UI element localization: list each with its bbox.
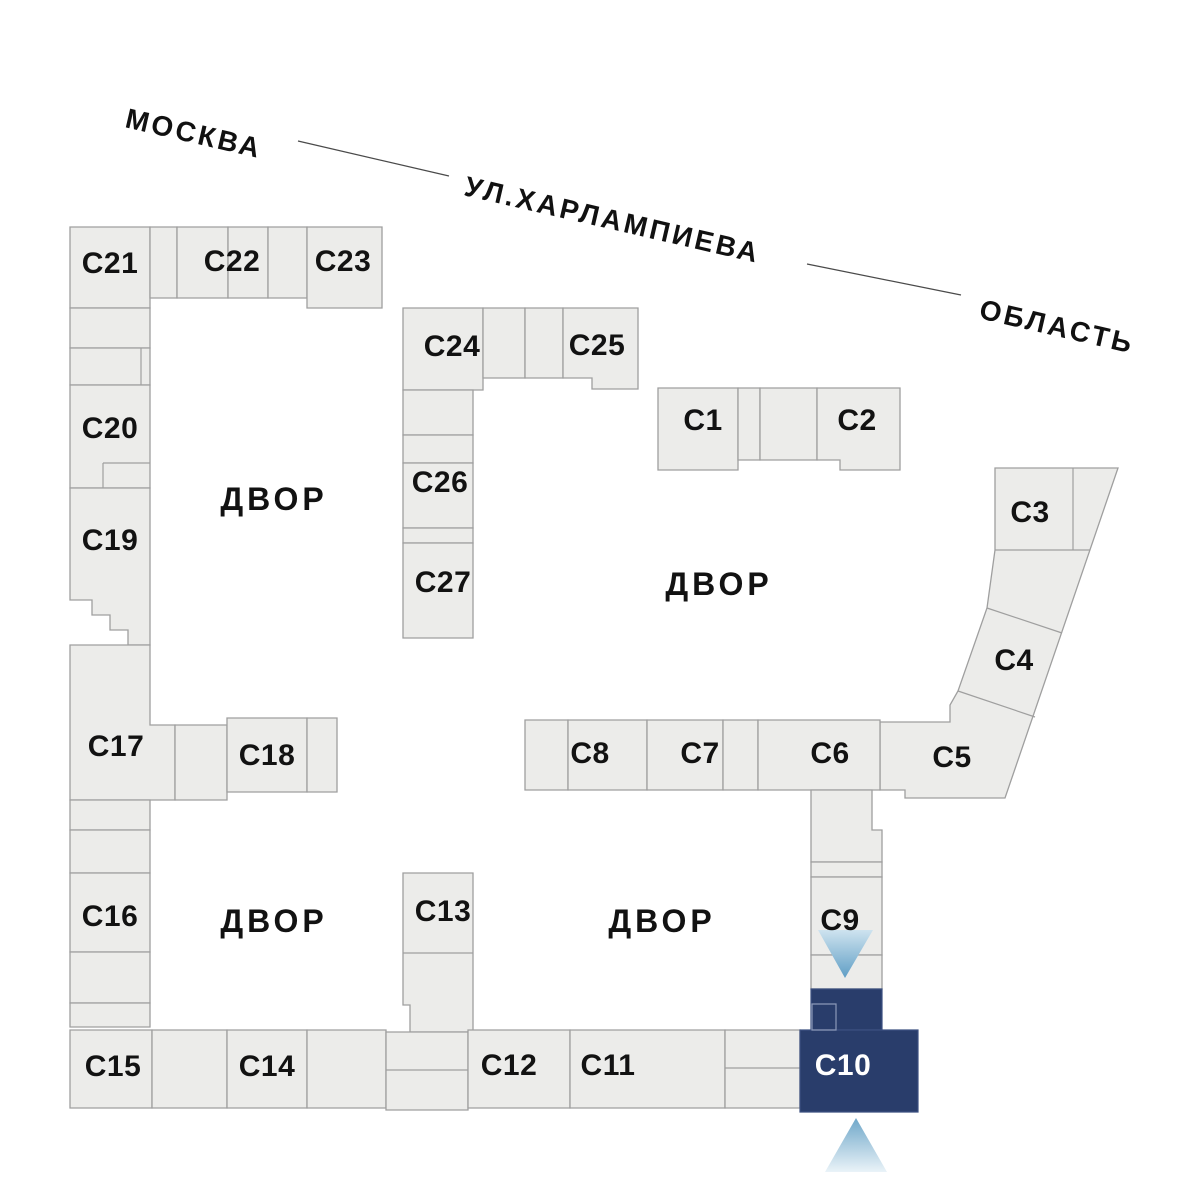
building-c10-inner-outline — [811, 1003, 837, 1031]
entrance-arrow-up-icon — [825, 1118, 887, 1172]
building-c6[interactable] — [757, 719, 881, 791]
building-label-c27: С27 — [415, 566, 472, 599]
building-segment — [810, 861, 883, 878]
divider-line — [102, 462, 150, 488]
buildings-layer — [69, 226, 1119, 1111]
courtyards-layer: ДВОР ДВОР ДВОР ДВОР — [220, 481, 772, 939]
divider-line — [957, 690, 1036, 718]
labels-layer: С21 С22 С23 С20 С19 С24 С25 С26 С27 С1 С… — [82, 245, 1049, 1083]
building-segment — [69, 307, 151, 349]
building-c19[interactable] — [69, 487, 151, 646]
building-segment — [737, 387, 761, 461]
building-label-c1: С1 — [683, 404, 722, 437]
building-segment — [149, 226, 178, 299]
building-c1[interactable] — [657, 387, 739, 471]
building-label-c2: С2 — [837, 404, 876, 437]
courtyard-label: ДВОР — [220, 481, 327, 517]
highlighted-building-group — [799, 988, 919, 1113]
building-c10[interactable] — [799, 1029, 919, 1113]
divider-line — [986, 607, 1063, 634]
building-label-c18: С18 — [239, 739, 296, 772]
building-segment — [524, 719, 569, 791]
building-label-c3: С3 — [1010, 496, 1049, 529]
building-label-c17: С17 — [88, 730, 145, 763]
arrows-layer — [818, 930, 887, 1172]
courtyard-label: ДВОР — [220, 903, 327, 939]
building-label-c24: С24 — [424, 330, 481, 363]
building-segment — [69, 951, 151, 1004]
building-segment — [306, 717, 338, 793]
street-line-left — [297, 140, 450, 177]
building-c10-upper[interactable] — [810, 988, 883, 1031]
building-label-c4: С4 — [994, 644, 1033, 677]
building-label-c11: С11 — [581, 1049, 636, 1082]
building-segment — [69, 347, 151, 386]
building-label-c25: С25 — [569, 329, 626, 362]
building-segment — [524, 307, 564, 379]
building-segment — [402, 434, 474, 464]
building-c2[interactable] — [816, 387, 901, 471]
building-label-c20: С20 — [82, 412, 139, 445]
building-label-c12: С12 — [481, 1049, 538, 1082]
street-line-right — [806, 263, 962, 296]
building-segment — [402, 389, 474, 436]
building-segment — [151, 1029, 228, 1109]
building-label-c14: С14 — [239, 1050, 296, 1083]
building-segment — [306, 1029, 387, 1109]
building-label-c15: С15 — [85, 1050, 142, 1083]
building-label-c9: С9 — [820, 904, 859, 937]
entrance-arrow-down-icon — [818, 930, 873, 978]
building-label-c16: С16 — [82, 900, 139, 933]
building-label-c13: С13 — [415, 895, 472, 928]
building-label-c8: С8 — [570, 737, 609, 770]
building-label-c10: С10 — [815, 1049, 872, 1082]
building-segment — [69, 799, 151, 831]
courtyard-label: ДВОР — [608, 903, 715, 939]
building-segment — [69, 829, 151, 874]
building-segment — [810, 789, 883, 863]
building-label-c5: С5 — [932, 741, 971, 774]
building-c24[interactable] — [402, 307, 484, 391]
building-label-c6: С6 — [810, 737, 849, 770]
building-segment — [724, 1029, 801, 1109]
building-segment — [385, 1031, 469, 1111]
building-segment — [267, 226, 308, 299]
building-segment — [174, 724, 228, 801]
building-c27[interactable] — [402, 542, 474, 639]
building-label-c21: С21 — [82, 247, 139, 280]
building-c23[interactable] — [306, 226, 383, 309]
building-segment — [482, 307, 526, 379]
building-label-c22: С22 — [204, 245, 261, 278]
courtyard-label: ДВОР — [665, 566, 772, 602]
building-label-c7: С7 — [680, 737, 719, 770]
building-label-c19: С19 — [82, 524, 139, 557]
building-segment — [402, 527, 474, 544]
building-segment — [69, 1002, 151, 1028]
building-c25[interactable] — [562, 307, 639, 390]
building-label-c26: С26 — [412, 466, 469, 499]
building-segment — [722, 719, 759, 791]
building-segment — [759, 387, 818, 461]
building-label-c23: С23 — [315, 245, 372, 278]
